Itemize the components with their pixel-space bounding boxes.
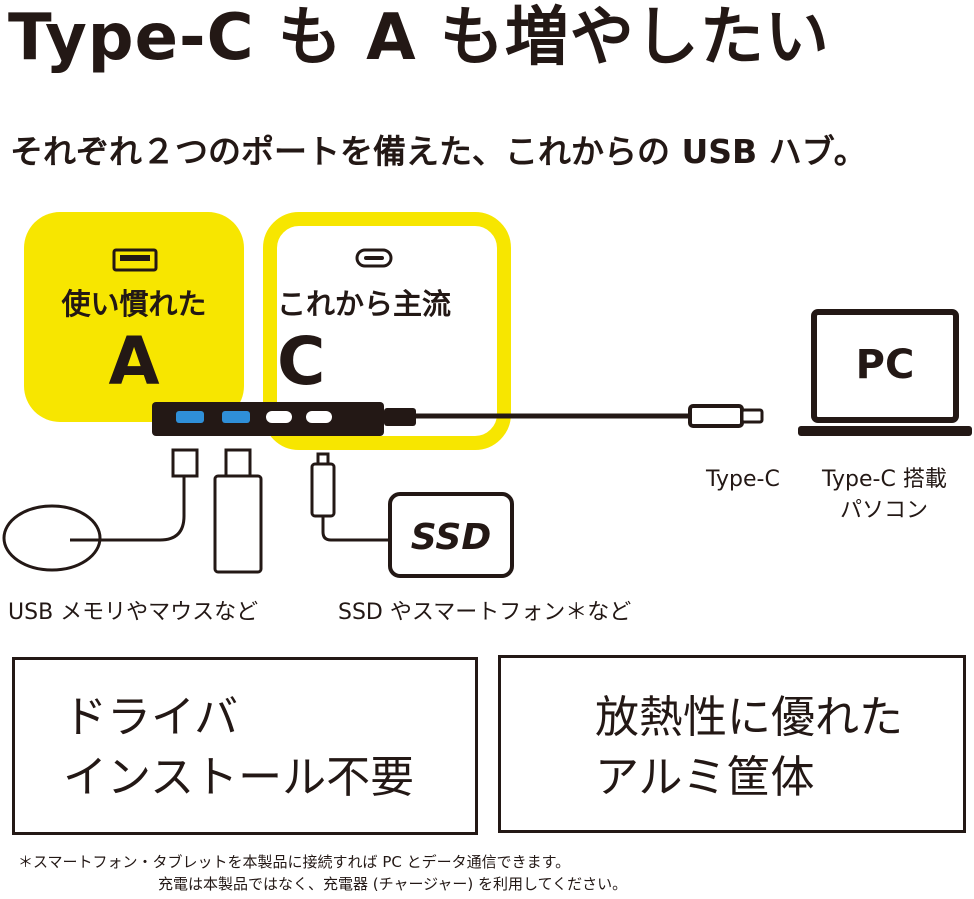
a-devices-caption: USB メモリやマウスなど (8, 600, 259, 625)
ssd-label: SSD (411, 517, 491, 558)
usb-a-port-1 (176, 411, 204, 423)
ssd-icon (388, 492, 514, 578)
port-a-label: 使い慣れた (61, 287, 207, 321)
type-c-plug-ssd (310, 452, 336, 518)
usb-c-port-2 (306, 411, 332, 423)
ssd-cable (321, 516, 390, 542)
mouse-cable (96, 476, 186, 542)
port-a-card: 使い慣れた A (24, 212, 244, 422)
port-c-letter: C (277, 323, 326, 400)
type-c-cable-label: Type-C (706, 467, 780, 492)
pc-label: PC (856, 342, 915, 388)
usb-memory-icon (213, 448, 263, 574)
pc-monitor-icon (798, 309, 972, 436)
feature-box-driverless: ドライバ インストール不要 (12, 657, 478, 835)
port-c-label: これから主流 (277, 287, 452, 321)
usb-a-port-2 (222, 411, 250, 423)
usb-hub-body (152, 402, 416, 436)
usb-c-port-icon (355, 248, 393, 268)
usb-c-port-1 (266, 411, 292, 423)
headline: Type-C も A も増やしたい (8, 1, 830, 75)
feature-box-aluminum: 放熱性に優れた アルミ筐体 (498, 655, 966, 833)
feature-aluminum-line1: 放熱性に優れた (595, 692, 903, 743)
port-a-letter: A (108, 323, 160, 400)
mouse-icon (2, 504, 102, 572)
feature-aluminum-line2: アルミ筐体 (595, 752, 815, 803)
mouse-usb-plug (171, 448, 199, 478)
pc-caption-line1: Type-C 搭載 (822, 467, 947, 492)
pc-caption-line2: パソコン (840, 498, 929, 523)
feature-driverless-line2: インストール不要 (63, 752, 415, 803)
usb-a-port-icon (112, 248, 158, 272)
footnote-line2: 充電は本製品ではなく、充電器 (チャージャー) を利用してください。 (158, 875, 628, 893)
footnote-line1: ＊スマートフォン・タブレットを本製品に接続すれば PC とデータ通信できます。 (18, 853, 571, 871)
c-devices-caption: SSD やスマートフォン＊など (338, 600, 632, 625)
connection-diagram: PC SSD (2, 309, 972, 578)
type-c-plug-icon (688, 404, 764, 428)
subheadline: それぞれ２つのポートを備えた、これからの USB ハブ。 (10, 132, 867, 171)
feature-driverless-line1: ドライバ (63, 692, 239, 743)
